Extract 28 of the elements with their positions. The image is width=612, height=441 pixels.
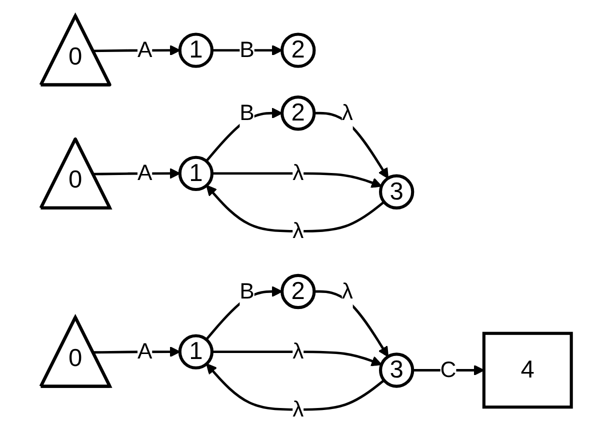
edge-label: B — [240, 100, 254, 124]
node-circle: 3 — [378, 174, 414, 209]
arrow — [206, 362, 385, 410]
node-box: 4 — [482, 331, 573, 408]
node-circle: 1 — [178, 32, 214, 68]
node-circle: 2 — [280, 95, 316, 130]
node-circle: 2 — [280, 273, 316, 309]
node-circle: 3 — [378, 352, 414, 388]
node-circle: 1 — [178, 155, 214, 191]
edge-label: B — [240, 36, 254, 62]
edge-label: λ — [342, 100, 353, 124]
arrow — [212, 172, 382, 188]
edge-label: C — [440, 356, 456, 382]
edge-label: λ — [292, 338, 304, 363]
edge-label: A — [137, 160, 152, 185]
arrow — [206, 184, 385, 232]
edge-label: λ — [342, 278, 353, 303]
edge-label: λ — [292, 396, 304, 421]
edge-label: λ — [292, 160, 304, 185]
arrow — [314, 290, 388, 357]
edge-label: B — [240, 278, 254, 303]
arrow — [212, 350, 382, 366]
node-circle: 2 — [280, 32, 316, 68]
edge-label: A — [137, 338, 152, 363]
edge-label: λ — [292, 218, 304, 242]
arrow — [314, 111, 388, 178]
node-circle: 1 — [178, 334, 214, 369]
edge-label: A — [137, 36, 152, 62]
